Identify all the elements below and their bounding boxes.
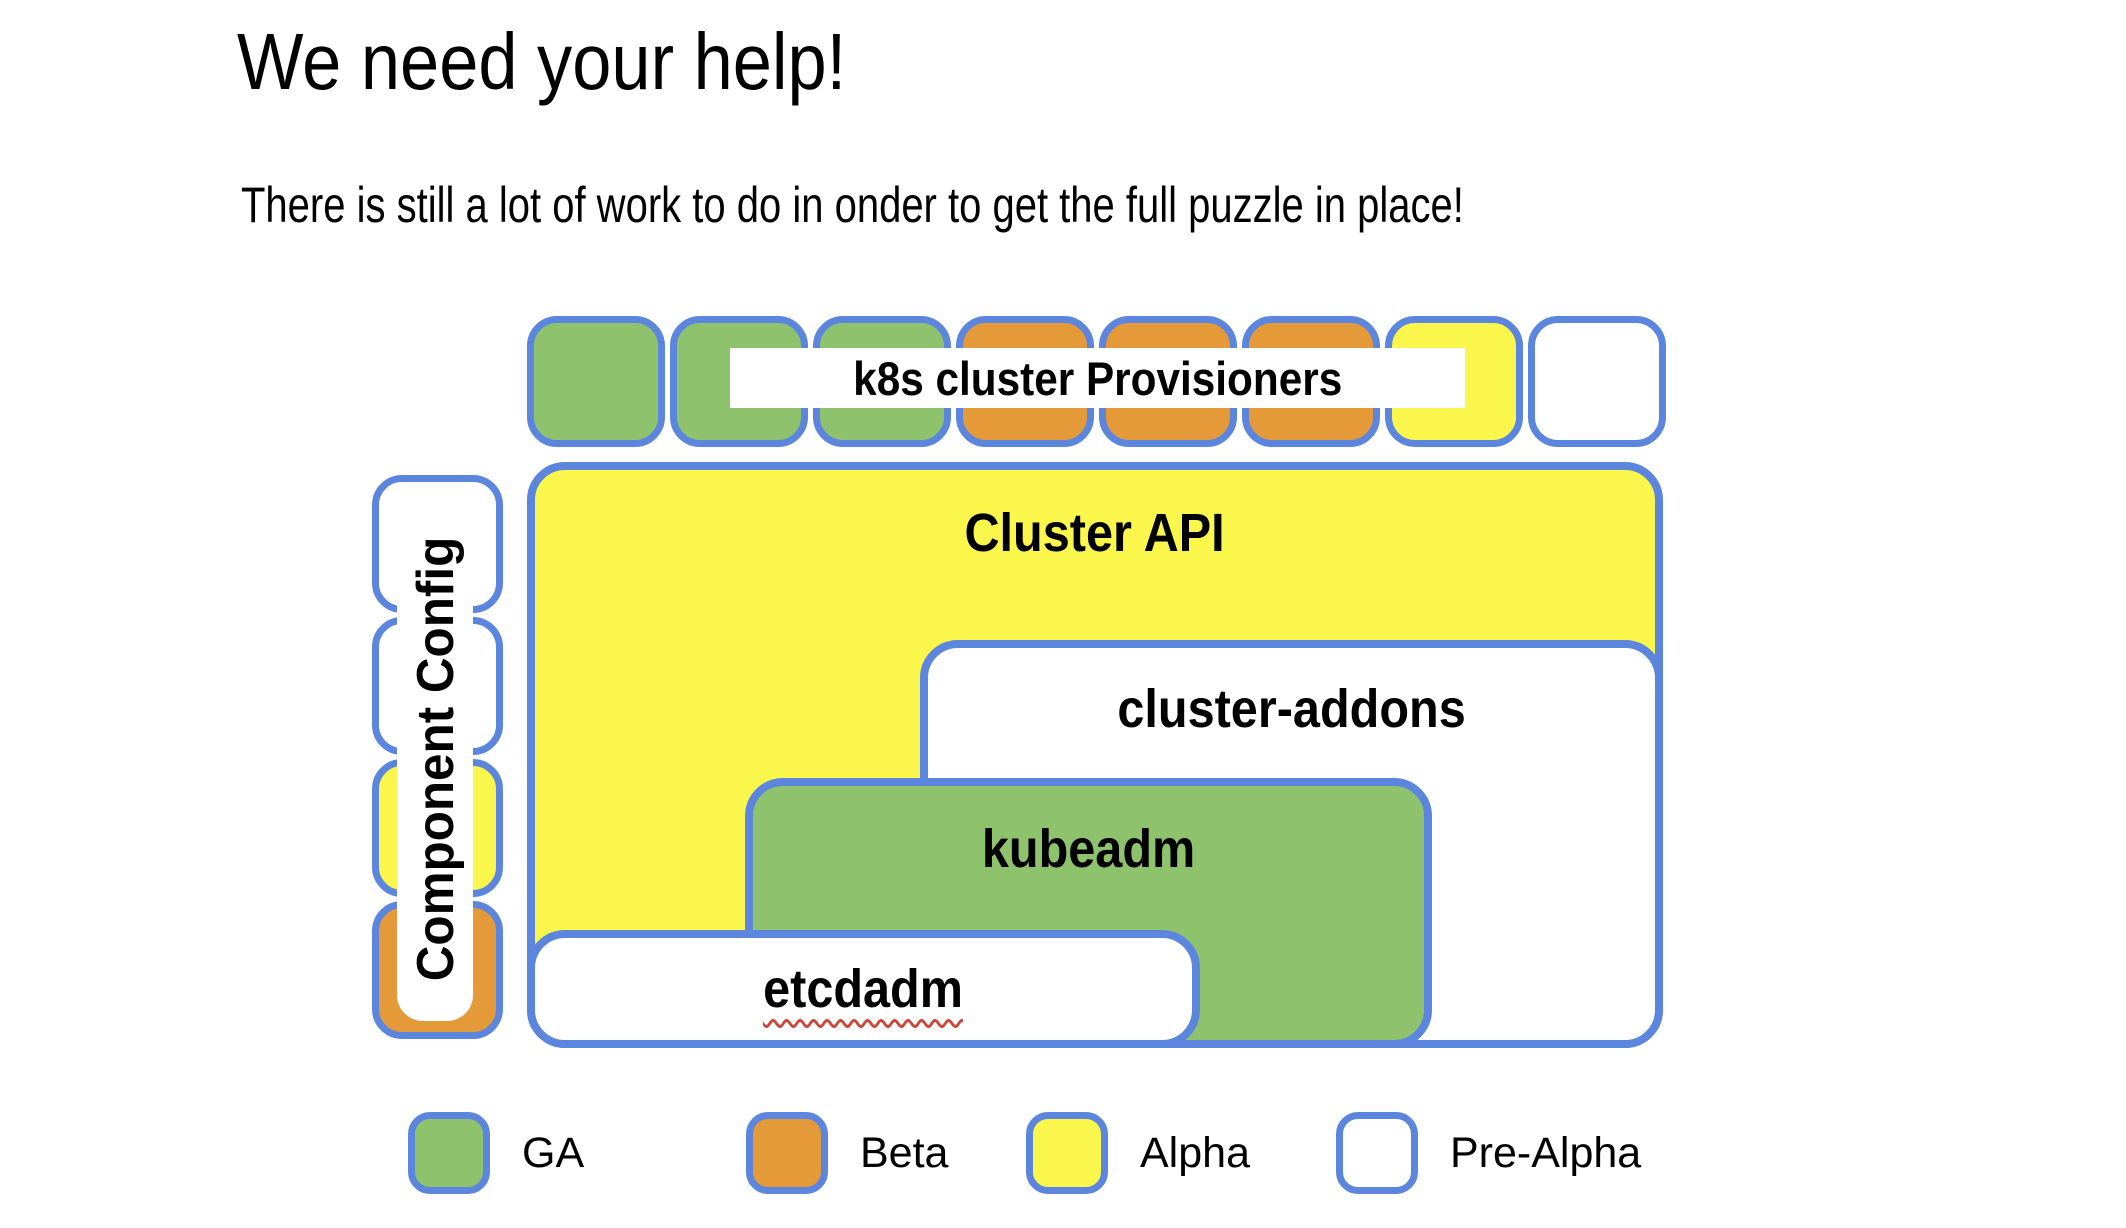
alpha-swatch: [1026, 1112, 1108, 1194]
provisioners-label: k8s cluster Provisioners: [730, 348, 1465, 408]
legend-label-ga: GA: [522, 1128, 585, 1177]
slide-subtitle: There is still a lot of work to do in on…: [241, 177, 1464, 233]
legend-item-prealpha: Pre-Alpha: [1336, 1112, 1641, 1194]
legend-label-alpha: Alpha: [1140, 1128, 1250, 1177]
puzzle-square: [527, 316, 665, 447]
cluster-addons-label: cluster-addons: [1117, 679, 1466, 739]
ga-swatch: [408, 1112, 490, 1194]
legend-item-alpha: Alpha: [1026, 1112, 1250, 1194]
cluster-api-label: Cluster API: [964, 503, 1226, 563]
legend-item-beta: Beta: [746, 1112, 948, 1194]
kubeadm-label: kubeadm: [981, 819, 1196, 879]
component-config-label-strip: [397, 497, 473, 1021]
legend-item-ga: GA: [408, 1112, 584, 1194]
component-config-label: Component Config: [407, 536, 465, 982]
slide-title: We need your help!: [237, 17, 847, 106]
puzzle-square: [1528, 316, 1666, 447]
prealpha-swatch: [1336, 1112, 1418, 1194]
etcdadm-label: etcdadm: [763, 959, 964, 1019]
etcdadm-box: etcdadm: [527, 930, 1200, 1048]
beta-swatch: [746, 1112, 828, 1194]
legend-label-beta: Beta: [860, 1128, 949, 1177]
legend-label-prealpha: Pre-Alpha: [1450, 1128, 1642, 1177]
provisioners-label-text: k8s cluster Provisioners: [852, 351, 1343, 405]
